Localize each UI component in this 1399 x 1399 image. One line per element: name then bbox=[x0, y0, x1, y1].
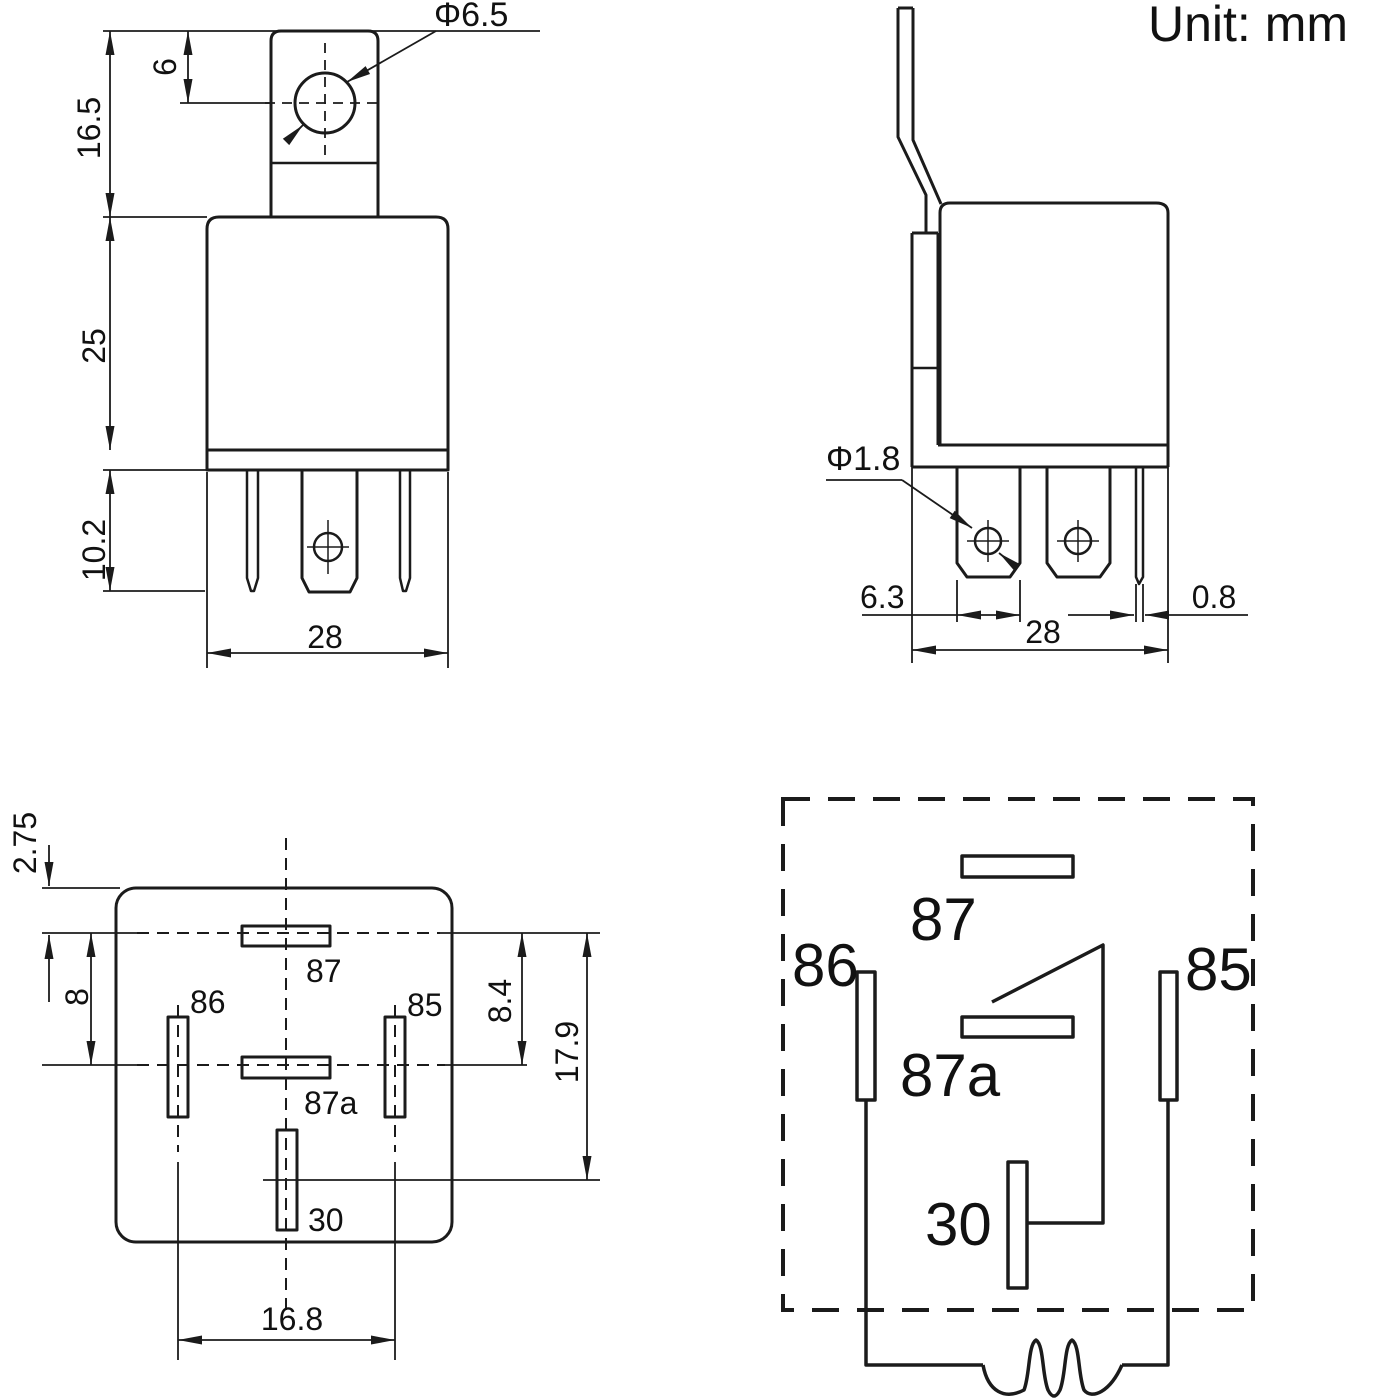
contact-85 bbox=[1158, 970, 1179, 1102]
body-lip-front bbox=[205, 448, 450, 472]
thin-terminal-side bbox=[1134, 467, 1145, 586]
pin-85-slot bbox=[383, 1015, 407, 1119]
bottom-view: 2.75 8 8.4 17.9 16.8 87 86 85 87a 30 bbox=[7, 812, 600, 1360]
pin-87a-label-bv: 87a bbox=[304, 1085, 358, 1121]
dim-10-2-label: 10.2 bbox=[76, 519, 112, 581]
leader-hole-dia-2 bbox=[282, 124, 304, 146]
dim-275-label: 2.75 bbox=[7, 812, 43, 874]
mounting-tab bbox=[269, 29, 380, 217]
pin-85-label-bv: 85 bbox=[407, 987, 443, 1023]
pin-87-label-bv: 87 bbox=[306, 953, 342, 989]
switch-arm bbox=[991, 943, 1105, 1225]
dim-84-label: 8.4 bbox=[482, 979, 518, 1023]
dim-63-label: 6.3 bbox=[860, 579, 904, 615]
dim-168-label: 16.8 bbox=[261, 1301, 323, 1337]
pin-87a-label-sch: 87a bbox=[900, 1042, 1001, 1109]
pin-85-label-sch: 85 bbox=[1185, 936, 1252, 1003]
pin-center-front bbox=[300, 470, 359, 594]
relay-body-front bbox=[205, 215, 450, 452]
pin-86-label-sch: 86 bbox=[792, 932, 859, 999]
unit-label: Unit: mm bbox=[1148, 0, 1348, 52]
dim-16-5-label: 16.5 bbox=[71, 97, 107, 159]
contact-30 bbox=[1006, 1160, 1029, 1290]
pin-right-front bbox=[398, 470, 412, 593]
schematic-view: 87 86 85 87a 30 bbox=[781, 797, 1255, 1398]
pin-30-label-sch: 30 bbox=[925, 1191, 992, 1258]
contact-87a bbox=[960, 1015, 1075, 1039]
pin-30-label-bv: 30 bbox=[308, 1202, 344, 1238]
leader-18-2 bbox=[998, 552, 1021, 572]
dim-6-label: 6 bbox=[147, 58, 183, 76]
pin-87-slot bbox=[240, 924, 332, 948]
terminal-b-side bbox=[1045, 467, 1112, 579]
dim-179-label: 17.9 bbox=[549, 1021, 585, 1083]
front-view: Φ6.5 6 16.5 25 10.2 28 bbox=[71, 0, 540, 668]
side-tab-right-edge bbox=[911, 8, 943, 205]
pin-87-label-sch: 87 bbox=[910, 886, 977, 953]
contact-87 bbox=[960, 854, 1075, 879]
coil-symbol bbox=[981, 1338, 1124, 1398]
pin-87a-slot bbox=[240, 1055, 332, 1080]
pin-hole-dia-label: Φ1.8 bbox=[826, 440, 900, 478]
relay-body-side bbox=[938, 201, 1170, 445]
dim-8-label: 8 bbox=[59, 988, 95, 1006]
side-tab-left-edge bbox=[896, 8, 928, 233]
dim-28-side-label: 28 bbox=[1025, 614, 1061, 650]
wire-85-to-coil bbox=[1122, 1100, 1170, 1367]
wire-86-to-coil bbox=[864, 1100, 983, 1367]
dim-08-label: 0.8 bbox=[1192, 579, 1236, 615]
contact-86 bbox=[855, 970, 877, 1102]
pin-86-label-bv: 86 bbox=[190, 984, 226, 1020]
pin-86-slot bbox=[166, 1015, 190, 1119]
dim-25-label: 25 bbox=[76, 328, 112, 364]
leader-18 bbox=[901, 479, 973, 529]
pin-left-front bbox=[245, 470, 260, 593]
side-view: Φ1.8 6.3 0.8 28 Unit: mm bbox=[826, 0, 1348, 663]
leader-hole-dia bbox=[346, 30, 437, 83]
schematic-dashed-border bbox=[781, 797, 1255, 1312]
dim-28-front-label: 28 bbox=[307, 619, 343, 655]
hole-dia-label: Φ6.5 bbox=[434, 0, 508, 34]
terminal-a-side bbox=[955, 467, 1022, 579]
